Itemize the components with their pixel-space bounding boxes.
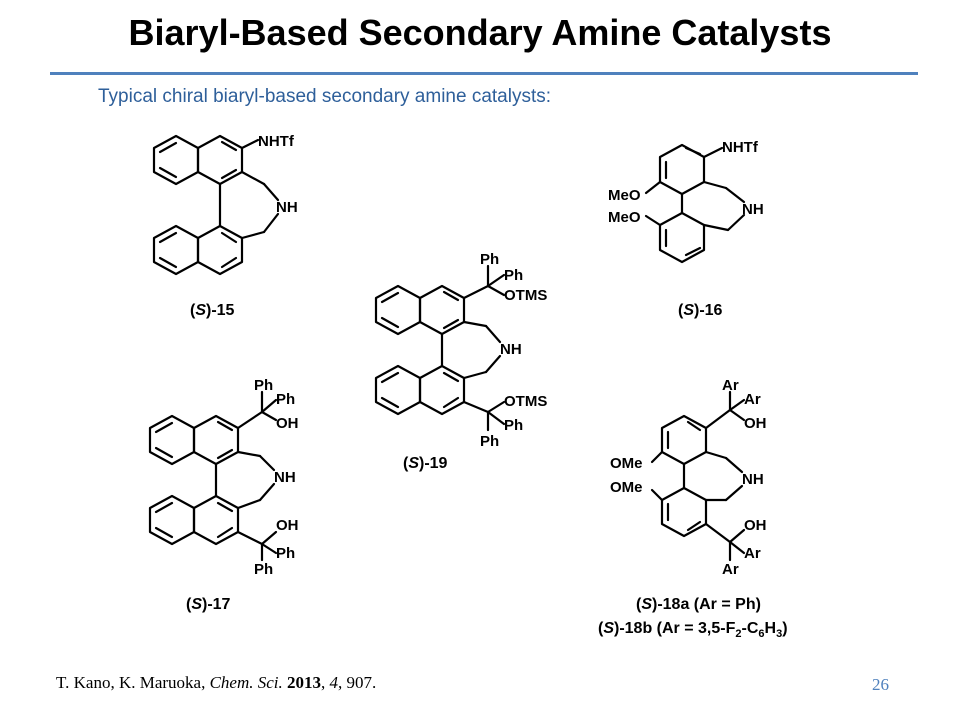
label-s15: (S)-15 bbox=[190, 302, 235, 319]
s19-ring-ur bbox=[418, 284, 466, 336]
s16-meo2: MeO bbox=[608, 209, 641, 226]
structure-s16 bbox=[644, 143, 746, 264]
citation: T. Kano, K. Maruoka, Chem. Sci. 2013, 4,… bbox=[56, 673, 377, 692]
label-s18b: (S)-18b (Ar = 3,5-F2-C6H3) bbox=[598, 620, 788, 641]
s17-ring-ur bbox=[192, 414, 240, 466]
s18-ar3: Ar bbox=[744, 545, 761, 562]
s15-ring-lower-right bbox=[196, 224, 244, 276]
s17-ph4: Ph bbox=[254, 561, 273, 578]
s18-oh1: OH bbox=[744, 415, 767, 432]
title-underline bbox=[50, 72, 918, 75]
label-s17: (S)-17 bbox=[186, 596, 231, 613]
structure-s18 bbox=[650, 390, 746, 562]
page-number: 26 bbox=[872, 675, 889, 694]
slide-subtitle: Typical chiral biaryl-based secondary am… bbox=[98, 86, 552, 107]
s15-ring-upper-right bbox=[196, 134, 244, 186]
s15-nh: NH bbox=[276, 199, 298, 216]
s18-ome2: OMe bbox=[610, 479, 643, 496]
label-s18a: (S)-18a (Ar = Ph) bbox=[636, 596, 761, 613]
label-s16: (S)-16 bbox=[678, 302, 723, 319]
slide-title: Biaryl-Based Secondary Amine Catalysts bbox=[128, 12, 832, 53]
s15-nhtf: NHTf bbox=[258, 133, 295, 150]
s18-ome1: OMe bbox=[610, 455, 643, 472]
s19-ph3: Ph bbox=[504, 417, 523, 434]
s17-oh2: OH bbox=[276, 517, 299, 534]
structure-s17 bbox=[148, 390, 278, 562]
s19-otms2: OTMS bbox=[504, 393, 547, 410]
s19-ring-lr bbox=[418, 364, 466, 416]
s17-ph1: Ph bbox=[254, 377, 273, 394]
s19-nh: NH bbox=[500, 341, 522, 358]
s18-oh2: OH bbox=[744, 517, 767, 534]
s18-ar4: Ar bbox=[722, 561, 739, 578]
s19-ph2: Ph bbox=[504, 267, 523, 284]
s18-ar1: Ar bbox=[722, 377, 739, 394]
s18-ar2: Ar bbox=[744, 391, 761, 408]
label-s19: (S)-19 bbox=[403, 455, 448, 472]
s18-nh: NH bbox=[742, 471, 764, 488]
s19-ph4: Ph bbox=[480, 433, 499, 450]
s17-ph3: Ph bbox=[276, 545, 295, 562]
s17-ph2: Ph bbox=[276, 391, 295, 408]
s16-meo1: MeO bbox=[608, 187, 641, 204]
s17-oh1: OH bbox=[276, 415, 299, 432]
s19-ph1: Ph bbox=[480, 251, 499, 268]
s19-otms1: OTMS bbox=[504, 287, 547, 304]
s17-ring-lr bbox=[192, 494, 240, 546]
s17-nh: NH bbox=[274, 469, 296, 486]
s16-nh: NH bbox=[742, 201, 764, 218]
s16-nhtf: NHTf bbox=[722, 139, 759, 156]
structure-s15 bbox=[152, 134, 280, 276]
structure-s19 bbox=[374, 264, 506, 432]
